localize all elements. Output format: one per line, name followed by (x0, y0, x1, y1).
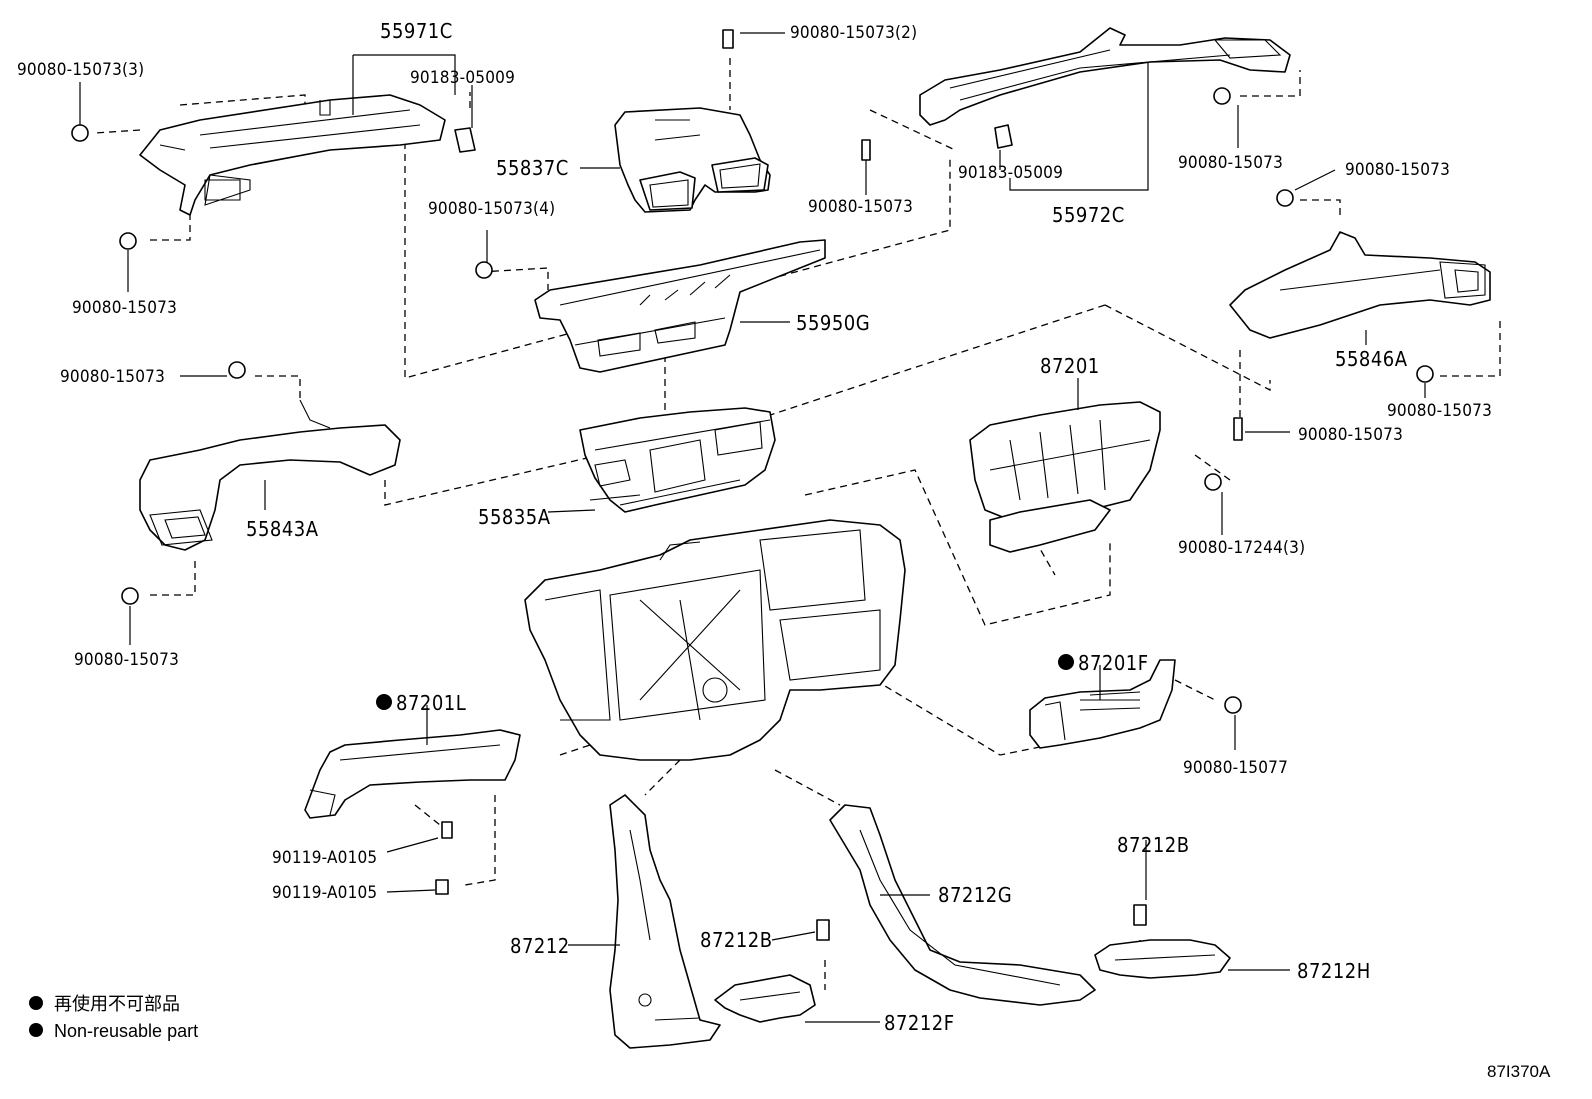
label-90080-15077: 90080-15077 (1183, 758, 1288, 778)
fastener-icons (71, 29, 1434, 941)
label-87201: 87201 (1040, 354, 1100, 378)
duct-55846A (1229, 231, 1491, 339)
label-90080-15073-rt3: 90080-15073 (1387, 401, 1492, 421)
clip-icon (1204, 473, 1222, 491)
legend: 再使用不可部品 Non-reusable part (29, 994, 198, 1041)
legend-marker-en (29, 1023, 43, 1037)
diagram-code: 87I370A (1487, 1062, 1551, 1081)
clip-icon (71, 124, 89, 142)
label-55950G: 55950G (796, 311, 870, 335)
legend-text-jp: 再使用不可部品 (54, 994, 180, 1014)
label-90080-15073-rt1: 90080-15073 (1178, 153, 1283, 173)
duct-87212 (609, 794, 721, 1049)
clip-90183-05009-left (454, 127, 476, 153)
label-55843A: 55843A (246, 517, 319, 541)
label-55846A: 55846A (1335, 347, 1408, 371)
clip-icon (1416, 365, 1434, 383)
duct-87201L (304, 729, 521, 819)
duct-87201F (1029, 659, 1176, 749)
label-90183-05009-b: 90183-05009 (958, 163, 1063, 183)
label-87201L: 87201L (396, 691, 466, 715)
bolt-icon (722, 29, 734, 49)
label-90080-17244-3: 90080-17244(3) (1178, 538, 1305, 558)
non-reusable-marker (1058, 654, 1074, 670)
label-87212B-a: 87212B (1117, 833, 1190, 857)
duct-55843A (139, 399, 401, 551)
bolt-icon (861, 139, 871, 161)
clip-icon (1276, 189, 1294, 207)
clip-icon (119, 232, 137, 250)
bolt-icon (1233, 417, 1243, 441)
label-55835A: 55835A (478, 505, 551, 529)
label-87212G: 87212G (938, 883, 1012, 907)
duct-87212F (714, 974, 816, 1023)
clip-icon (228, 361, 246, 379)
duct-55971C (139, 94, 446, 216)
label-87201F: 87201F (1078, 651, 1149, 675)
duct-87212G (829, 804, 1096, 1006)
legend-marker-jp (29, 996, 43, 1010)
duct-55972C (919, 27, 1291, 126)
hvac-main-unit (524, 519, 906, 761)
clip-icon (1224, 696, 1242, 714)
label-87212F: 87212F (884, 1011, 955, 1035)
register-55950G (534, 239, 826, 373)
bolt-icon (435, 879, 449, 895)
label-90080-15073-rt2: 90080-15073 (1345, 160, 1450, 180)
label-90080-15073-rt4: 90080-15073 (1298, 425, 1403, 445)
label-90080-15073-left1: 90080-15073 (72, 298, 177, 318)
label-87212B-b: 87212B (700, 928, 773, 952)
clip-icon (816, 919, 830, 941)
label-90080-15073-3: 90080-15073(3) (17, 60, 144, 80)
label-90119-A0105-a: 90119-A0105 (272, 848, 377, 868)
label-90080-15073-mid: 90080-15073 (808, 197, 913, 217)
part-labels: 55971C 90080-15073(3) 90183-05009 90080-… (17, 19, 1492, 1035)
label-87212H: 87212H (1297, 959, 1371, 983)
duct-55835A (579, 407, 776, 513)
label-90119-A0105-b: 90119-A0105 (272, 883, 377, 903)
label-90080-15073-left3: 90080-15073 (74, 650, 179, 670)
clip-90183-05009-right (994, 124, 1013, 149)
label-90080-15073-4: 90080-15073(4) (428, 199, 555, 219)
label-87212: 87212 (510, 934, 570, 958)
cooling-unit-87201 (969, 401, 1161, 553)
label-55971C: 55971C (380, 19, 453, 43)
clip-icon (1133, 904, 1147, 926)
clip-icon (121, 587, 139, 605)
duct-87212H (1094, 939, 1231, 979)
clip-icon (475, 261, 493, 279)
clip-icon (1213, 87, 1231, 105)
legend-text-en: Non-reusable part (54, 1021, 198, 1041)
non-reusable-marker (376, 694, 392, 710)
leader-lines (79, 32, 1426, 1023)
label-90080-15073-left2: 90080-15073 (60, 367, 165, 387)
label-90183-05009-a: 90183-05009 (410, 68, 515, 88)
duct-55837C (614, 107, 771, 213)
label-55972C: 55972C (1052, 203, 1125, 227)
label-90080-15073-2: 90080-15073(2) (790, 23, 917, 43)
label-55837C: 55837C (496, 156, 569, 180)
bolt-icon (441, 821, 453, 839)
